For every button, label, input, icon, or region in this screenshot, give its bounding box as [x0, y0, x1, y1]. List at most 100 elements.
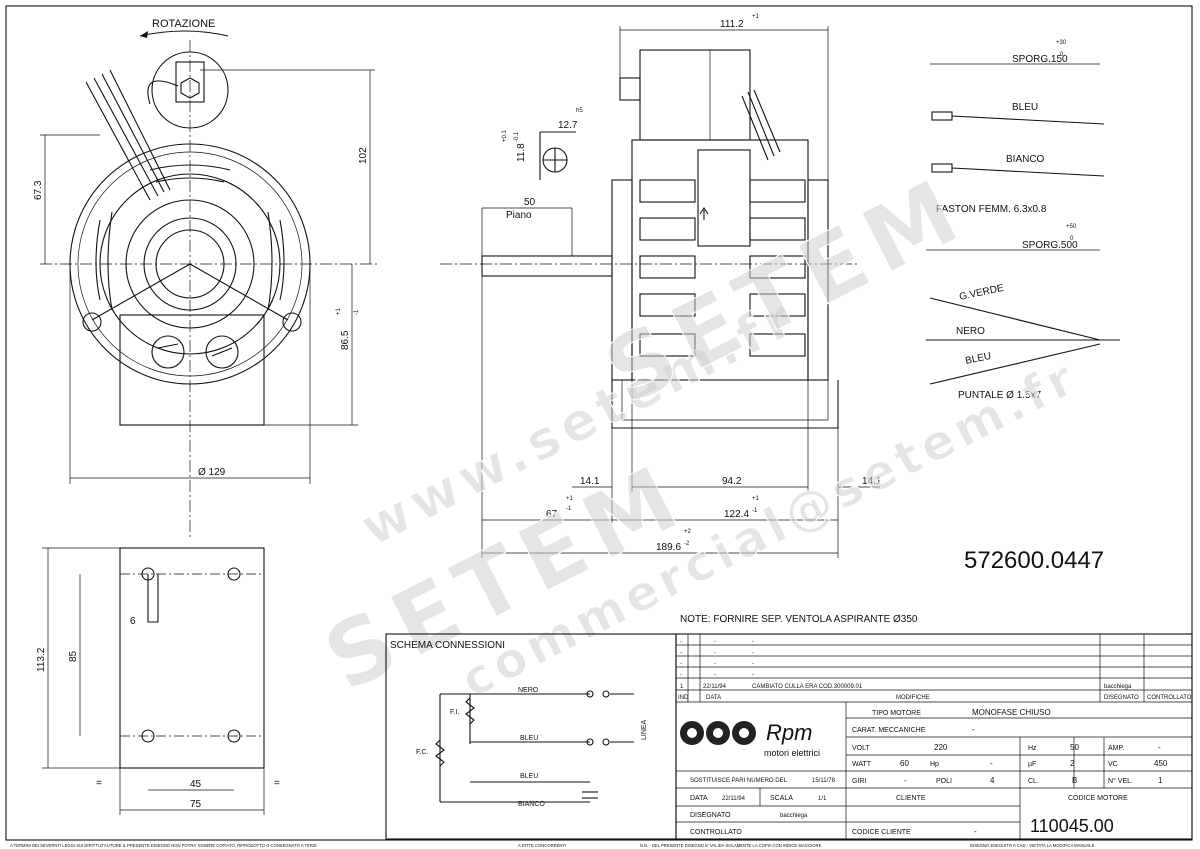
svg-text:bacchiega: bacchiega: [780, 813, 808, 819]
schema-title: SCHEMA CONNESSIONI: [390, 640, 505, 651]
sheet-border: [5, 5, 1193, 841]
svg-text:DISEGNATO: DISEGNATO: [690, 812, 731, 819]
dim-45: 45: [190, 779, 202, 790]
svg-text:MONOFASE CHIUSO: MONOFASE CHIUSO: [972, 708, 1051, 717]
cable-bundle: [85, 69, 171, 201]
svg-text:CLIENTE: CLIENTE: [896, 795, 926, 802]
sporg-500: SPORG.500: [1022, 240, 1078, 251]
svg-text:TIPO MOTORE: TIPO MOTORE: [872, 710, 921, 717]
dim-14-1-right: 14.1: [862, 476, 882, 487]
svg-text:A TERMINI DEI SEVERNTI LEGGI S: A TERMINI DEI SEVERNTI LEGGI SUI DIRITTI…: [10, 843, 317, 848]
svg-text:SETEM: SETEM: [589, 156, 983, 426]
dim-122-4: 122.4: [724, 509, 749, 520]
label-puntale: PUNTALE Ø 1.5x7: [958, 390, 1042, 401]
svg-text:SCALA: SCALA: [770, 795, 793, 802]
svg-text:DISEGNO ESEGUITO A CAD - VIETA: DISEGNO ESEGUITO A CAD - VIETATA LA MODI…: [970, 843, 1095, 848]
svg-text:BLEU: BLEU: [520, 773, 538, 780]
svg-text:-: -: [752, 661, 754, 667]
svg-text:+1: +1: [752, 14, 760, 20]
svg-text:-: -: [680, 661, 682, 667]
svg-text:Hz: Hz: [1028, 745, 1037, 752]
side-view: 50 Piano 111.2 +1 12.7 h5 11.8 +0.1 -0.1…: [440, 14, 882, 558]
svg-text:CL.: CL.: [1028, 778, 1039, 785]
shaft-detail: 12.7 h5 11.8 +0.1 -0.1: [502, 108, 583, 180]
label-piano: Piano: [506, 210, 532, 221]
svg-text:=: =: [274, 778, 280, 789]
svg-text:+0.1: +0.1: [502, 129, 508, 142]
svg-text:CODICE MOTORE: CODICE MOTORE: [1068, 795, 1128, 802]
svg-text:-: -: [714, 639, 716, 645]
dim-189-6: 189.6: [656, 542, 681, 553]
svg-text:11.8: 11.8: [516, 143, 527, 162]
svg-text:Rpm: Rpm: [766, 720, 812, 745]
svg-text:12.7: 12.7: [558, 120, 578, 131]
svg-text:DATA: DATA: [706, 695, 721, 701]
dim-86-5: 86.5: [340, 330, 351, 350]
svg-text:-: -: [904, 776, 907, 785]
dim-102: 102: [358, 147, 369, 164]
svg-text:+1: +1: [566, 496, 574, 502]
svg-text:IND: IND: [678, 695, 689, 701]
dim-dia-129: Ø 129: [198, 467, 226, 478]
sporg-150: SPORG.150: [1012, 54, 1068, 65]
dim-14-1-left: 14.1: [580, 476, 600, 487]
svg-text:A DITTE CONCORRENTI: A DITTE CONCORRENTI: [518, 843, 566, 848]
svg-text:POLI: POLI: [936, 778, 952, 785]
svg-text:+1: +1: [336, 307, 342, 315]
dim-6: 6: [130, 616, 136, 627]
company-logo: Rpm motori elettrici: [680, 720, 820, 758]
svg-text:+1: +1: [752, 496, 760, 502]
svg-text:+50: +50: [1066, 224, 1077, 230]
svg-text:-: -: [714, 661, 716, 667]
svg-text:220: 220: [934, 743, 948, 752]
part-number: 572600.0447: [964, 547, 1104, 574]
svg-text:-: -: [752, 672, 754, 678]
svg-text:motori elettrici: motori elettrici: [764, 748, 820, 758]
shaft-side: [481, 255, 613, 277]
lead-g-verde: G.VERDE: [958, 283, 1005, 303]
svg-text:2: 2: [1070, 759, 1075, 768]
svg-text:CONTROLLATO: CONTROLLATO: [1147, 695, 1192, 701]
footer-notes: A TERMINI DEI SEVERNTI LEGGI SUI DIRITTI…: [10, 843, 1095, 848]
svg-text:+30: +30: [1056, 40, 1067, 46]
rotation-arrow: [139, 30, 229, 37]
svg-text:60: 60: [900, 759, 909, 768]
dim-113-2: 113.2: [36, 647, 47, 672]
svg-text:CARAT. MECCANICHE: CARAT. MECCANICHE: [852, 727, 926, 734]
dim-94-2: 94.2: [722, 476, 742, 487]
svg-text:-1: -1: [354, 309, 360, 315]
lead-bleu-2: BLEU: [964, 351, 992, 367]
svg-text:-: -: [972, 725, 975, 734]
svg-text:-2: -2: [684, 541, 690, 547]
terminal-box: [639, 49, 751, 141]
svg-text:-: -: [752, 639, 754, 645]
svg-text:-: -: [714, 672, 716, 678]
front-view: ROTAZIONE 67.3: [33, 18, 380, 540]
dim-50: 50: [524, 197, 536, 208]
lead-nero: NERO: [956, 326, 985, 337]
svg-text:-: -: [752, 650, 754, 656]
rotation-label: ROTAZIONE: [152, 18, 215, 30]
svg-text:-0.1: -0.1: [514, 131, 520, 142]
svg-text:GIRI: GIRI: [852, 778, 866, 785]
svg-text:1/1: 1/1: [818, 796, 827, 802]
svg-text:VC: VC: [1108, 761, 1118, 768]
svg-text:-: -: [990, 759, 993, 768]
svg-text:0: 0: [1060, 52, 1064, 58]
svg-text:µF: µF: [1028, 761, 1036, 768]
svg-text:MODIFICHE: MODIFICHE: [896, 695, 930, 701]
svg-text:15/11/78: 15/11/78: [812, 778, 836, 784]
svg-text:DATA: DATA: [690, 795, 708, 802]
dim-67-3: 67.3: [33, 180, 44, 200]
dim-85: 85: [68, 650, 79, 662]
svg-text:BLEU: BLEU: [520, 735, 538, 742]
svg-text:WATT: WATT: [852, 761, 872, 768]
svg-text:1: 1: [1158, 776, 1163, 785]
svg-text:F.I.: F.I.: [450, 709, 459, 716]
svg-text:-1: -1: [566, 506, 572, 512]
svg-text:F.C.: F.C.: [416, 749, 429, 756]
svg-text:4: 4: [990, 776, 995, 785]
svg-text:-: -: [680, 639, 682, 645]
motor-code: 110045.00: [1030, 816, 1114, 836]
